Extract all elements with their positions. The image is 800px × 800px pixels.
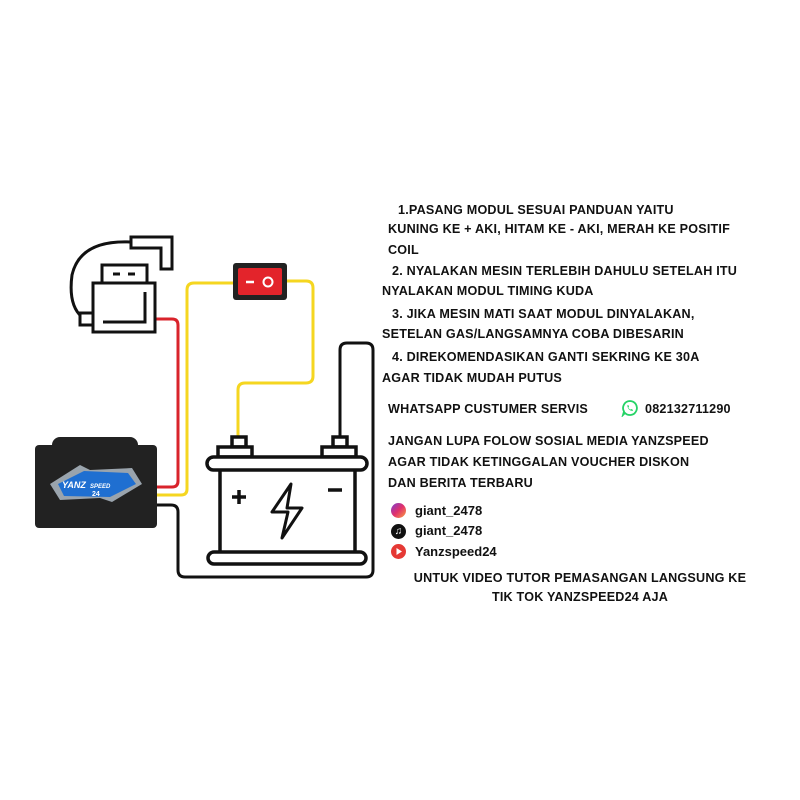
svg-text:YANZ: YANZ <box>62 480 86 490</box>
svg-text:24: 24 <box>92 491 100 498</box>
footer-line-2: TIK TOK YANZSPEED24 AJA <box>491 590 669 604</box>
step-2-line-1: 2. NYALAKAN MESIN TERLEBIH DAHULU SETELA… <box>392 264 738 278</box>
youtube-icon <box>391 544 406 559</box>
follow-line-2: AGAR TIDAK KETINGGALAN VOUCHER DISKON <box>388 455 690 469</box>
step-2-line-2: NYALAKAN MODUL TIMING KUDA <box>382 284 594 298</box>
red-wire <box>155 317 180 489</box>
step-1-line-2: KUNING KE + AKI, HITAM KE - AKI, MERAH K… <box>388 222 731 236</box>
footer-line-1: UNTUK VIDEO TUTOR PEMASANGAN LANGSUNG KE <box>413 571 747 585</box>
ignition-coil-icon <box>69 235 174 334</box>
yellow-wire-module-switch <box>157 281 233 497</box>
step-1-line-1: 1.PASANG MODUL SESUAI PANDUAN YAITU <box>398 203 674 217</box>
whatsapp-icon <box>621 400 638 417</box>
whatsapp-label: WHATSAPP CUSTUMER SERVIS <box>388 402 589 416</box>
instagram-icon <box>391 503 406 518</box>
whatsapp-number[interactable]: 082132711290 <box>645 402 731 416</box>
step-4-line-1: 4. DIREKOMENDASIKAN GANTI SEKRING KE 30A <box>392 350 700 364</box>
instagram-handle: giant_2478 <box>415 503 483 518</box>
follow-line-3: DAN BERITA TERBARU <box>388 476 533 490</box>
step-3-line-1: 3. JIKA MESIN MATI SAAT MODUL DINYALAKAN… <box>392 307 695 321</box>
yanzspeed-logo: YANZ SPEED 24 <box>50 465 142 502</box>
yellow-wire-switch-battery <box>236 279 315 437</box>
tiktok-handle: giant_2478 <box>415 523 483 538</box>
tiktok-icon: ♫ <box>391 524 406 539</box>
follow-line-1: JANGAN LUPA FOLOW SOSIAL MEDIA YANZSPEED <box>388 434 709 448</box>
step-1-line-3: COIL <box>388 243 419 257</box>
timing-module: YANZ SPEED 24 <box>35 437 157 528</box>
youtube-handle: Yanzspeed24 <box>415 544 497 559</box>
battery-icon <box>205 435 369 566</box>
svg-text:SPEED: SPEED <box>90 484 111 490</box>
step-4-line-2: AGAR TIDAK MUDAH PUTUS <box>382 371 563 385</box>
rocker-switch-icon <box>233 263 287 300</box>
step-3-line-2: SETELAN GAS/LANGSAMNYA COBA DIBESARIN <box>382 327 684 341</box>
black-wire <box>157 341 375 579</box>
